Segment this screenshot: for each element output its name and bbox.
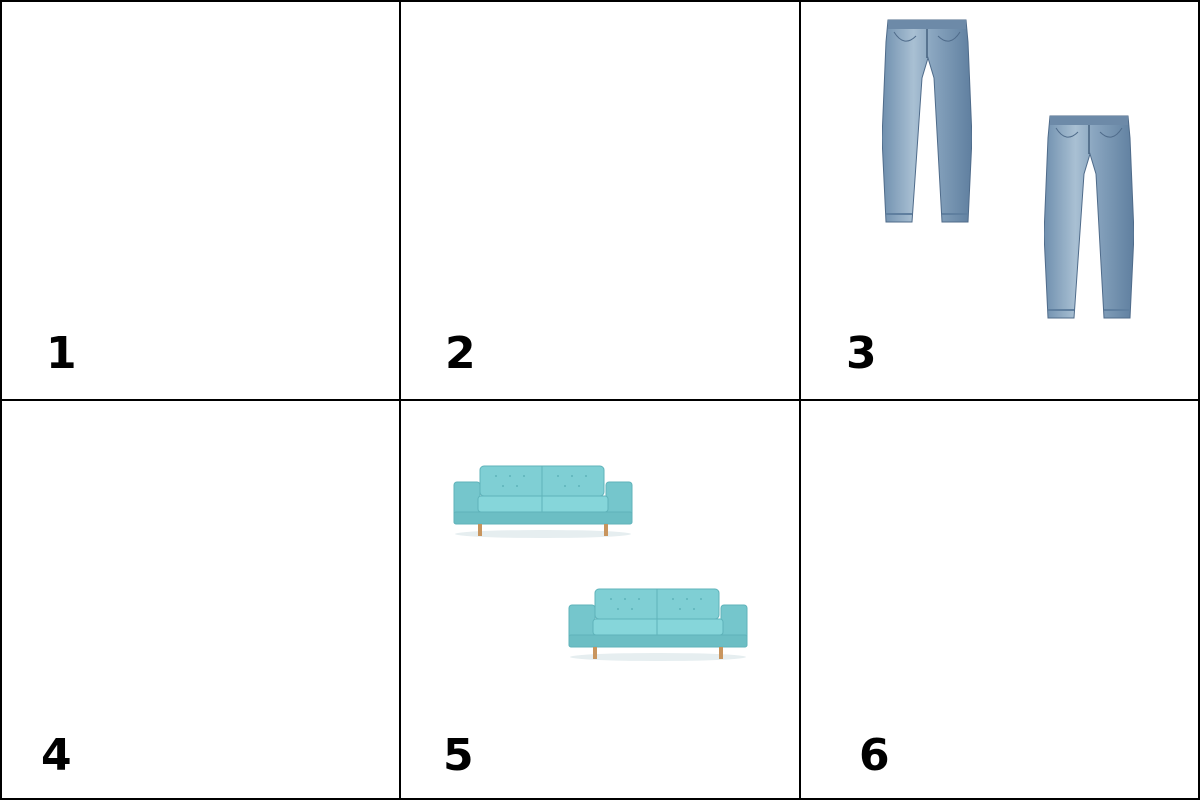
cell-number-3: 3 (846, 328, 877, 379)
cell-number-6: 6 (859, 730, 890, 781)
grid-cell-2[interactable]: 2 (402, 2, 800, 400)
jeans-icon (882, 18, 972, 224)
grid-divider-horizontal (2, 399, 1198, 401)
cell-number-4: 4 (41, 730, 72, 781)
sofa-icon (452, 464, 634, 540)
jeans-icon (1044, 114, 1134, 320)
grid-cell-6[interactable]: 6 (802, 402, 1198, 798)
cell-number-1: 1 (46, 328, 77, 379)
grid-cell-3[interactable]: 3 (802, 2, 1198, 400)
grid-cell-1[interactable]: 1 (2, 2, 400, 400)
cell-number-5: 5 (443, 730, 474, 781)
grid-cell-4[interactable]: 4 (2, 402, 400, 798)
cell-number-2: 2 (445, 328, 476, 379)
sofa-icon (567, 587, 749, 663)
grid-cell-5[interactable]: 5 (402, 402, 800, 798)
